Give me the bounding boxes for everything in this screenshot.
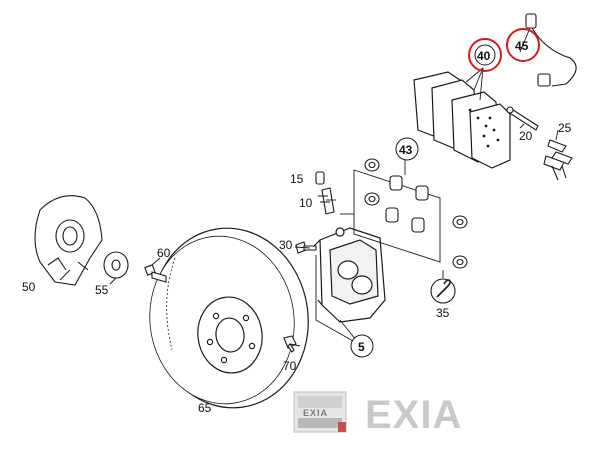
callout-35: 35	[436, 306, 450, 320]
spacer-ring	[103, 251, 129, 279]
callout-40-circle	[474, 44, 496, 66]
callout-5: 5	[358, 340, 365, 354]
bleeder-valve	[315, 171, 335, 215]
wrench-icon	[430, 278, 456, 304]
exia-wordmark: EXIA	[365, 393, 462, 437]
dust-shield	[34, 195, 103, 286]
callout-43: 43	[399, 143, 413, 157]
brake-pads	[413, 71, 511, 169]
callout-15: 15	[290, 172, 304, 186]
guide-pin	[506, 106, 539, 131]
callout-30: 30	[279, 238, 293, 252]
callout-50: 50	[22, 280, 36, 294]
bolt-60	[144, 264, 167, 283]
callout-10: 10	[299, 196, 313, 210]
exia-logo: EXIA	[293, 391, 347, 433]
leader-lines	[59, 27, 559, 347]
spring-clips	[543, 139, 573, 181]
brake-caliper	[311, 227, 386, 323]
callout-40-highlight	[468, 38, 502, 72]
callout-45-highlight	[506, 28, 540, 62]
wear-sensor	[525, 13, 577, 87]
repair-kit-group	[353, 158, 468, 269]
svg-text:EXIA: EXIA	[365, 393, 462, 437]
callout-5-circle	[350, 334, 374, 358]
callout-43-circle	[395, 137, 419, 161]
callout-55: 55	[95, 283, 109, 297]
svg-text:EXIA: EXIA	[303, 408, 328, 418]
callout-25: 25	[558, 121, 572, 135]
callout-70: 70	[283, 359, 297, 373]
callout-20: 20	[519, 129, 533, 143]
brake-disc	[149, 227, 309, 409]
callout-40: 40	[477, 49, 491, 63]
callout-65: 65	[198, 401, 212, 415]
callout-60: 60	[157, 246, 171, 260]
callout-45: 45	[515, 39, 529, 53]
